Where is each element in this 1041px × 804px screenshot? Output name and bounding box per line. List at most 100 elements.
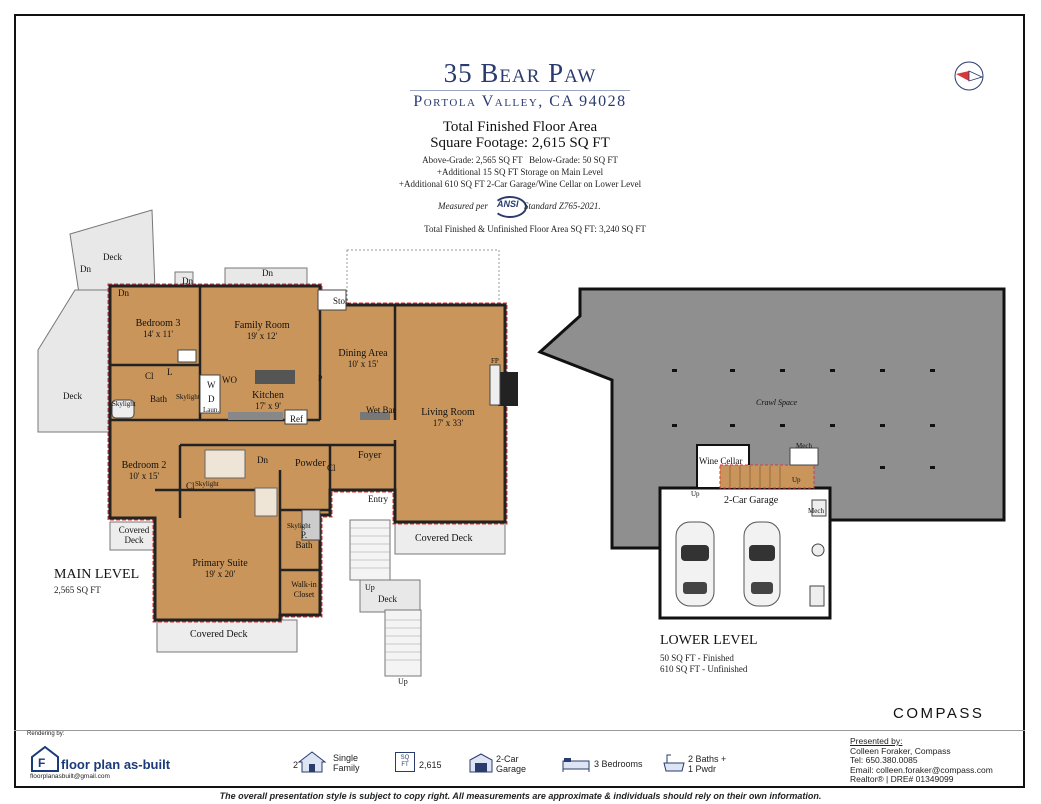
- covered-deck-left-label: Covered Deck: [118, 525, 150, 545]
- ref-label: Ref: [290, 414, 303, 424]
- sqft-icon: [395, 752, 415, 772]
- dn-label-4: Dn: [118, 288, 129, 298]
- garage-icon: [469, 753, 493, 773]
- footer-rule: [14, 730, 1025, 731]
- compass-logo: COMPASS: [893, 705, 985, 722]
- dn-label-2: Dn: [182, 276, 193, 286]
- agent-name: Colleen Foraker, Compass: [850, 745, 951, 756]
- above-below-grade: Above-Grade: 2,565 SQ FT Below-Grade: 50…: [422, 155, 618, 165]
- covered-deck-bottom-shape: [156, 619, 298, 653]
- svg-text:F: F: [38, 756, 45, 770]
- closet-label-3: Cl: [327, 463, 336, 473]
- lower-up-label-1: Up: [691, 490, 700, 498]
- brand-name: floor plan as-built: [61, 757, 171, 772]
- storage-note: +Additional 15 SQ FT Storage on Main Lev…: [436, 167, 604, 177]
- agent-email: Email: colleen.foraker@compass.com: [850, 764, 993, 775]
- measured-prefix: Measured per: [438, 201, 488, 211]
- lower-level-label: LOWER LEVEL: [660, 633, 758, 648]
- brand-email: floorplanasbuilt@gmail.com: [30, 773, 110, 780]
- washer-label: WO: [222, 375, 237, 385]
- foyer-label: Foyer: [358, 450, 382, 461]
- powder-label: Powder: [295, 458, 326, 469]
- fireplace-label: FP: [491, 357, 499, 365]
- stat-baths: 2 Baths + 1 Pwdr: [688, 754, 727, 774]
- lower-unfinished: 610 SQ FT - Unfinished: [660, 664, 748, 674]
- deck-left-label: Deck: [63, 391, 82, 401]
- title-rule: [410, 90, 630, 91]
- skylight-label-3: Skylight: [195, 480, 219, 488]
- crawl-space-label: Crawl Space: [756, 398, 798, 407]
- storage-label: Stor.: [333, 296, 350, 306]
- garage-label: 2-Car Garage: [724, 495, 779, 506]
- page-frame: [14, 14, 1025, 788]
- property-address: Portola Valley, CA 94028: [413, 93, 627, 110]
- dn-label-1: Dn: [80, 264, 91, 274]
- up-label-1: Up: [365, 583, 375, 592]
- covered-deck-right-label: Covered Deck: [415, 533, 473, 544]
- square-footage: Square Footage: 2,615 SQ FT: [430, 135, 610, 151]
- w-label: W: [207, 380, 216, 390]
- bath-label: Bath: [150, 394, 167, 404]
- lower-level-plan: [537, 287, 1006, 620]
- d-label: D: [208, 394, 215, 404]
- up-label-2: Up: [398, 677, 408, 686]
- covered-deck-left-shape: [109, 521, 157, 551]
- agent-realtor: Realtor® | DRE# 01349099: [850, 774, 954, 784]
- closet-label-2: Cl: [186, 481, 195, 491]
- main-level-plan: [37, 209, 518, 677]
- main-level-label: MAIN LEVEL: [54, 567, 140, 582]
- dn-label-3: Dn: [262, 268, 273, 278]
- property-title: 35 Bear Paw: [443, 58, 597, 88]
- skylight-label-4: Skylight: [287, 522, 311, 530]
- deck-top-label: Deck: [103, 252, 122, 262]
- lower-finished: 50 SQ FT - Finished: [660, 653, 734, 663]
- area-heading: Total Finished Floor Area: [442, 119, 598, 135]
- presented-by-block: Presented by: Colleen Foraker, Compass T…: [850, 736, 993, 785]
- stat-bedrooms: 3 Bedrooms: [594, 759, 643, 769]
- deck-left: [37, 289, 111, 433]
- car-left: [675, 521, 715, 607]
- skylight-label-1: Skylight: [112, 400, 136, 408]
- stat-garage: 2-Car Garage: [496, 754, 527, 774]
- total-area-note: Total Finished & Unfinished Floor Area S…: [424, 224, 646, 234]
- mech-label-1: Mech: [796, 442, 812, 450]
- garage-note: +Additional 610 SQ FT 2-Car Garage/Wine …: [398, 179, 642, 189]
- presented-by-label: Presented by:: [850, 736, 903, 746]
- linen-label: L: [167, 367, 173, 377]
- car-right: [743, 521, 781, 607]
- bath-icon: [663, 754, 685, 772]
- stat-sqft: 2,615: [419, 760, 442, 770]
- closet-label-1: Cl: [145, 371, 154, 381]
- rendering-by-label: Rendering by:: [27, 731, 65, 737]
- sqft-badge: SQ FT: [400, 755, 410, 768]
- deck-stair-label: Deck: [378, 594, 397, 604]
- agent-tel: Tel: 650.380.0085: [850, 755, 918, 765]
- laundry-label: Laun.: [203, 406, 220, 414]
- main-level-sqft: 2,565 SQ FT: [54, 585, 101, 595]
- wine-cellar-label: Wine Cellar: [699, 456, 743, 466]
- wet-bar-label: Wet Bar: [366, 405, 396, 415]
- pantry-label: P: [318, 374, 323, 383]
- lower-up-label-2: Up: [792, 476, 801, 484]
- p-bath-label: P. Bath: [295, 530, 313, 550]
- entry-label: Entry: [368, 494, 388, 504]
- main-floor-area: [108, 284, 507, 622]
- house-icon: [297, 751, 327, 773]
- stat-single-family: Single Family: [333, 753, 360, 773]
- ansi-logo-text: ANSI: [497, 199, 519, 209]
- north-arrow-icon: [954, 61, 984, 91]
- floorplan-asbuilt-logo-icon: F: [31, 745, 59, 772]
- skylight-label-2: Skylight: [176, 393, 200, 401]
- measured-suffix: Standard Z765-2021.: [524, 201, 601, 211]
- disclaimer: The overall presentation style is subjec…: [219, 791, 822, 801]
- bed-icon: [562, 758, 590, 772]
- walk-in-closet-label: Walk-in Closet: [291, 580, 317, 599]
- mech-label-2: Mech: [808, 507, 824, 515]
